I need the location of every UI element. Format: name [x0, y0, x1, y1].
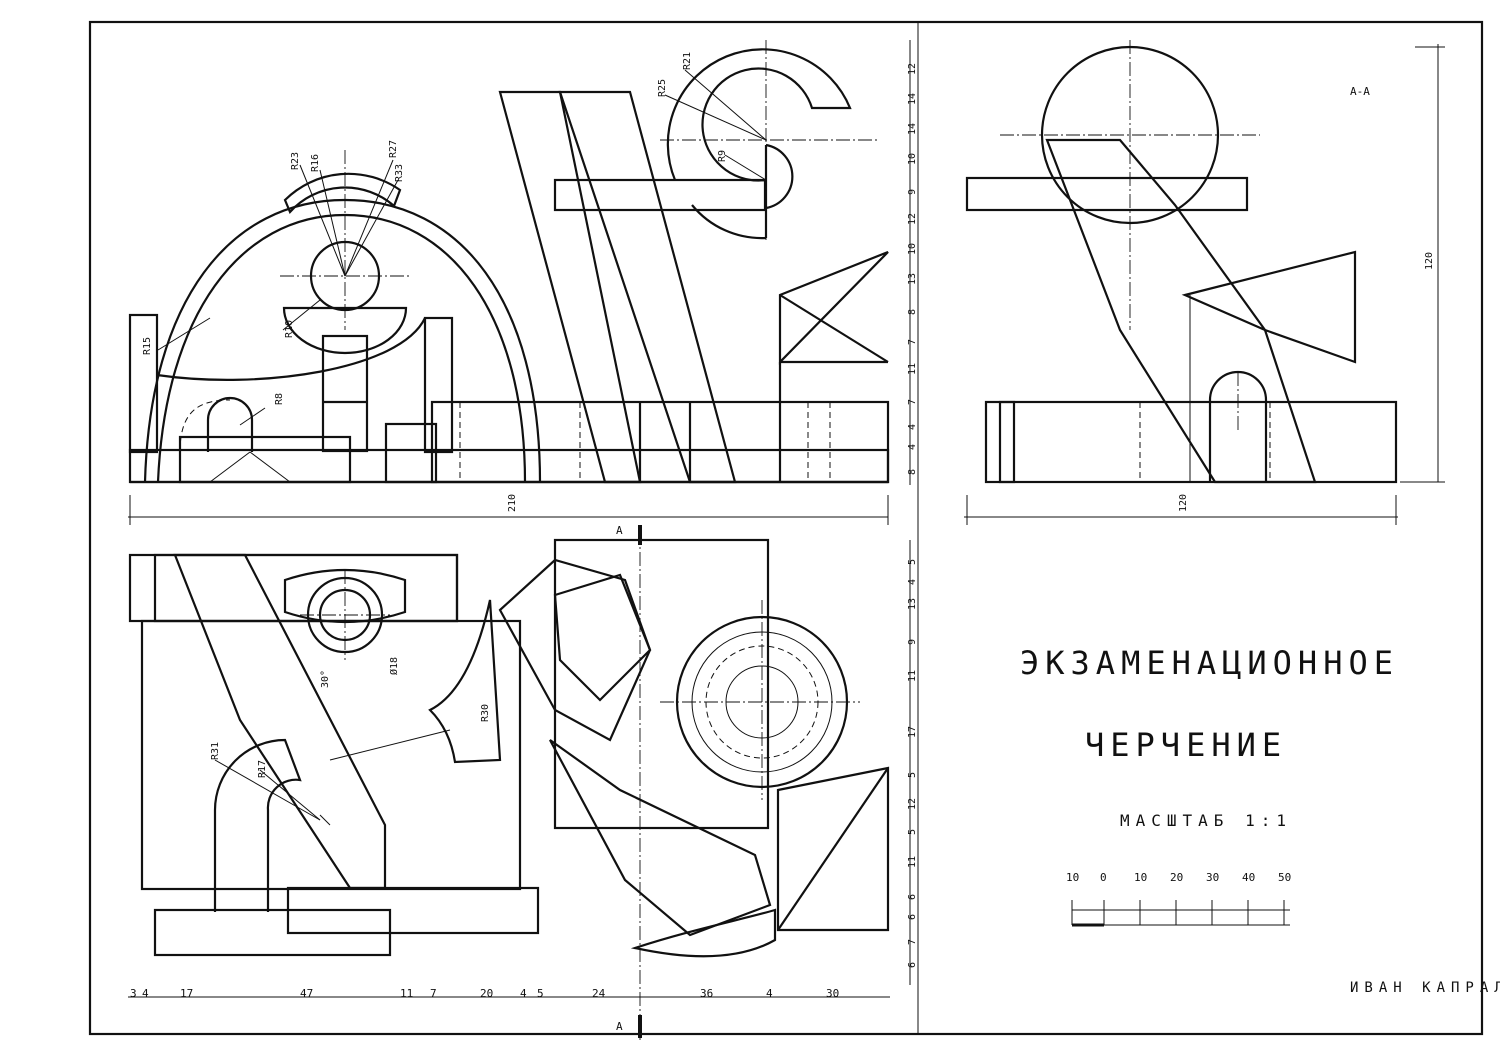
bottom-chain-label-6: 7	[430, 987, 437, 1000]
radius-label-9: R25	[657, 79, 668, 97]
scale-label-2: 0	[1100, 871, 1107, 884]
plan-chain-label-7: 5	[907, 772, 918, 778]
front-chain-label-10: 7	[907, 339, 918, 345]
bottom-chain-label-10: 24	[592, 987, 606, 1000]
bottom-chain-label-2: 4	[142, 987, 149, 1000]
bottom-chain-label-4: 47	[300, 987, 313, 1000]
plan-chain-label-12: 6	[907, 914, 918, 920]
plan-chain-label-1: 5	[907, 559, 918, 565]
title-line-1: ЭКЗАМЕНАЦИОННОЕ	[1020, 644, 1399, 682]
radius-label-4: R33	[394, 164, 405, 182]
scale-label-5: 30	[1206, 871, 1219, 884]
plan-chain-label-11: 6	[907, 894, 918, 900]
plan-view-labels: Ø18 30° R31 R17 R30	[210, 657, 491, 778]
front-chain-label-7: 10	[907, 243, 918, 255]
front-view-right-chain: 12 14 14 10 9 12 10 13 8 7 11 7 4 4 8	[907, 40, 918, 485]
radius-label-7: R8	[274, 393, 285, 405]
bottom-chain-label-1: 3	[130, 987, 137, 1000]
radius-label-5: R15	[142, 337, 153, 355]
front-chain-label-1: 12	[907, 63, 918, 75]
front-chain-label-9: 8	[907, 309, 918, 315]
front-chain-label-6: 12	[907, 213, 918, 225]
sheet-frame	[88, 20, 1484, 1036]
front-width-label: 210	[507, 494, 518, 512]
plan-chain-label-3: 13	[907, 598, 918, 610]
author-name: ИВАН КАПРАЛОВ	[1350, 980, 1500, 996]
side-height-dimension: 120	[1400, 44, 1445, 483]
section-cut-marks: А А	[616, 524, 642, 1038]
bottom-chain-label-11: 36	[700, 987, 713, 1000]
diameter-label: Ø18	[388, 657, 400, 675]
front-chain-label-14: 4	[907, 444, 918, 450]
scale-text: МАСШТАБ 1:1	[1120, 811, 1292, 830]
bottom-chain-label-9: 5	[537, 987, 544, 1000]
side-width-dimension: 120	[964, 494, 1398, 525]
angle-label: 30°	[320, 670, 331, 688]
scale-label-1: 10	[1066, 871, 1079, 884]
bottom-chain-label-8: 4	[520, 987, 527, 1000]
radius-label-6: R10	[284, 320, 295, 338]
radius-label-1: R23	[290, 152, 301, 170]
plan-view-right-chain: 5 4 13 9 11 17 5 12 5 11 6 6 7 6	[907, 540, 918, 985]
title-block: ЭКЗАМЕНАЦИОННОЕ ЧЕРЧЕНИЕ МАСШТАБ 1:1	[1020, 644, 1399, 830]
front-width-dimension: 210	[128, 494, 889, 525]
bottom-chain-label-12: 4	[766, 987, 773, 1000]
radius-label-3: R27	[388, 140, 399, 158]
plan-chain-label-4: 9	[907, 639, 918, 645]
front-chain-label-4: 10	[907, 153, 918, 165]
radius-label-r30: R30	[480, 704, 491, 722]
cut-mark-top: А	[616, 524, 623, 537]
title-line-2: ЧЕРЧЕНИЕ	[1085, 726, 1287, 764]
bottom-chain-label-5: 11	[400, 987, 413, 1000]
front-chain-label-5: 9	[907, 189, 918, 195]
bottom-chain-label-3: 17	[180, 987, 193, 1000]
graphic-scale-bar: 10 0 10 20 30 40 50	[1066, 871, 1291, 927]
front-chain-label-11: 11	[907, 363, 918, 375]
plan-bottom-chain: 3 4 17 47 11 7 20 4 5 24 36 4 30	[128, 987, 890, 1000]
plan-chain-label-6: 17	[907, 726, 918, 738]
radius-label-10: R9	[717, 150, 728, 162]
front-chain-label-15: 8	[907, 469, 918, 475]
side-height-label: 120	[1424, 252, 1435, 270]
front-chain-label-13: 4	[907, 424, 918, 430]
scale-label-7: 50	[1278, 871, 1291, 884]
radius-label-r17: R17	[257, 760, 268, 778]
plan-chain-label-9: 5	[907, 829, 918, 835]
section-label: А-А	[1350, 85, 1370, 98]
front-chain-label-3: 14	[907, 123, 918, 135]
scale-label-3: 10	[1134, 871, 1147, 884]
front-chain-label-2: 14	[907, 93, 918, 105]
bottom-chain-label-7: 20	[480, 987, 493, 1000]
scale-label-4: 20	[1170, 871, 1183, 884]
plan-chain-label-5: 11	[907, 670, 918, 682]
plan-chain-label-14: 6	[907, 962, 918, 968]
front-chain-label-8: 13	[907, 273, 918, 285]
scale-label-6: 40	[1242, 871, 1255, 884]
radius-label-r31: R31	[210, 742, 221, 760]
side-width-label: 120	[1178, 494, 1189, 512]
plan-chain-label-2: 4	[907, 579, 918, 585]
front-chain-label-12: 7	[907, 399, 918, 405]
plan-chain-label-13: 7	[907, 939, 918, 945]
plan-chain-label-10: 11	[907, 856, 918, 868]
radius-label-8: R21	[682, 52, 693, 70]
radius-label-2: R16	[310, 154, 321, 172]
cut-mark-bottom: А	[616, 1020, 623, 1033]
plan-view	[128, 530, 890, 1040]
bottom-chain-label-13: 30	[826, 987, 839, 1000]
plan-chain-label-8: 12	[907, 798, 918, 810]
side-view: А-А	[965, 40, 1398, 484]
front-view	[128, 40, 890, 484]
front-view-radius-labels: R23 R16 R27 R33 R15 R10 R8 R21 R25 R9	[142, 52, 728, 405]
